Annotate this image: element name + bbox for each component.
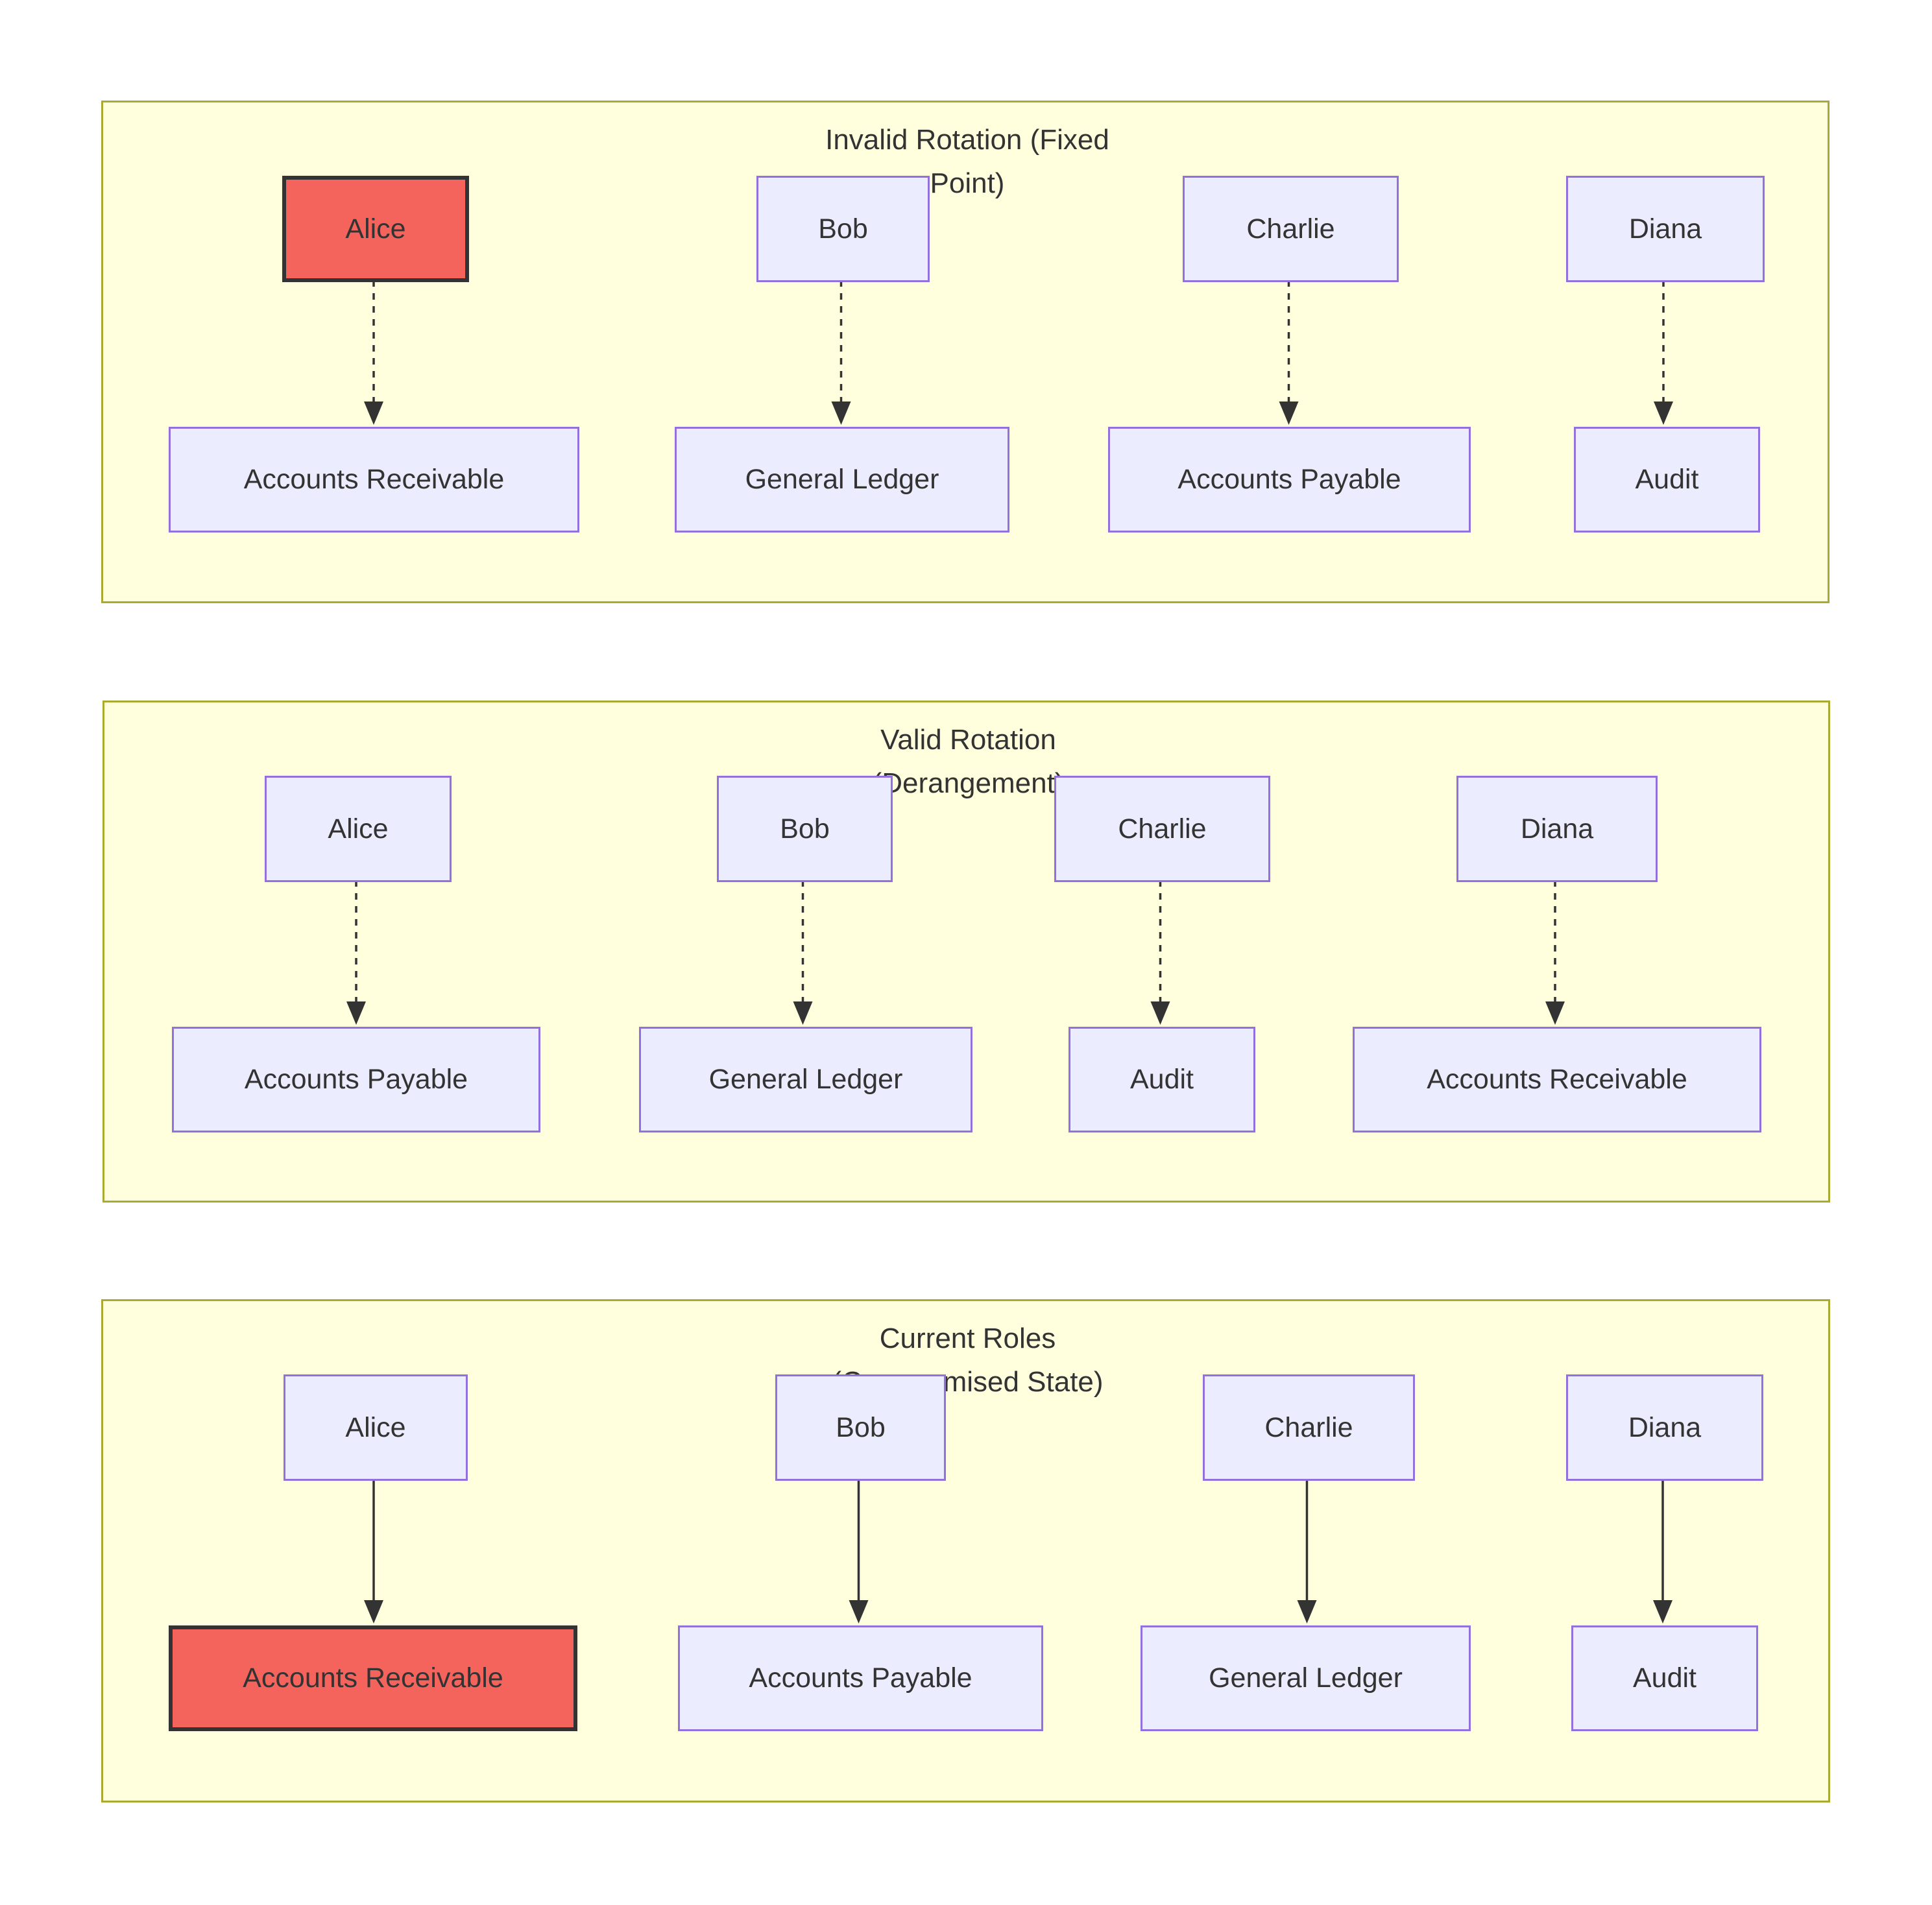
role-node-accounts-receivable: Accounts Receivable: [169, 1625, 577, 1731]
person-node-alice: Alice: [282, 176, 469, 282]
role-node-general-ledger: General Ledger: [639, 1027, 972, 1132]
edge-alice-to-accounts-receivable: [364, 280, 383, 425]
edge-alice-to-accounts-receivable: [364, 1479, 383, 1623]
subgraph-title-valid-rotation-derangement: Valid Rotation (Derangement): [677, 718, 1261, 805]
arrowhead-icon: [1653, 1600, 1672, 1623]
role-node-audit: Audit: [1571, 1625, 1758, 1731]
edge-diana-to-audit: [1654, 280, 1673, 425]
edge-diana-to-audit: [1653, 1479, 1672, 1623]
role-node-accounts-payable: Accounts Payable: [1108, 427, 1471, 533]
person-node-bob: Bob: [775, 1374, 946, 1481]
arrowhead-icon: [364, 401, 383, 425]
edge-bob-to-general-ledger: [831, 280, 851, 425]
role-node-accounts-payable: Accounts Payable: [172, 1027, 540, 1132]
role-node-general-ledger: General Ledger: [1141, 1625, 1471, 1731]
person-node-charlie: Charlie: [1203, 1374, 1415, 1481]
person-node-charlie: Charlie: [1183, 176, 1399, 282]
arrowhead-icon: [1297, 1600, 1317, 1623]
person-node-alice: Alice: [265, 776, 452, 882]
edge-bob-to-accounts-payable: [849, 1479, 869, 1623]
role-node-audit: Audit: [1574, 427, 1760, 533]
person-node-diana: Diana: [1566, 1374, 1763, 1481]
edge-alice-to-accounts-payable: [346, 880, 366, 1025]
arrowhead-icon: [1150, 1001, 1170, 1025]
person-node-alice: Alice: [284, 1374, 468, 1481]
role-node-audit: Audit: [1069, 1027, 1255, 1132]
person-node-diana: Diana: [1456, 776, 1658, 882]
arrowhead-icon: [346, 1001, 366, 1025]
edge-diana-to-accounts-receivable: [1545, 880, 1565, 1025]
arrowhead-icon: [364, 1600, 383, 1623]
edge-charlie-to-general-ledger: [1297, 1479, 1317, 1623]
person-node-bob: Bob: [717, 776, 893, 882]
subgraph-title-line: Current Roles: [879, 1323, 1056, 1354]
role-node-general-ledger: General Ledger: [675, 427, 1009, 533]
arrowhead-icon: [1654, 401, 1673, 425]
subgraph-valid-rotation-derangement: Valid Rotation (Derangement) Alice Bob Charl…: [103, 701, 1830, 1203]
arrowhead-icon: [831, 401, 851, 425]
subgraph-title-line: Invalid Rotation (Fixed: [825, 124, 1109, 156]
arrowhead-icon: [849, 1600, 869, 1623]
arrowhead-icon: [1545, 1001, 1565, 1025]
subgraph-title-line: (Derangement): [872, 767, 1065, 799]
person-node-diana: Diana: [1566, 176, 1765, 282]
role-node-accounts-payable: Accounts Payable: [678, 1625, 1043, 1731]
edge-bob-to-general-ledger: [793, 880, 813, 1025]
edge-charlie-to-audit: [1150, 880, 1170, 1025]
role-node-accounts-receivable: Accounts Receivable: [1353, 1027, 1761, 1132]
arrowhead-icon: [1279, 401, 1299, 425]
role-node-accounts-receivable: Accounts Receivable: [169, 427, 579, 533]
person-node-bob: Bob: [756, 176, 930, 282]
subgraph-title-line: Point): [930, 167, 1005, 199]
arrowhead-icon: [793, 1001, 813, 1025]
subgraph-title-line: Valid Rotation: [880, 724, 1056, 756]
person-node-charlie: Charlie: [1054, 776, 1270, 882]
edge-charlie-to-accounts-payable: [1279, 280, 1299, 425]
